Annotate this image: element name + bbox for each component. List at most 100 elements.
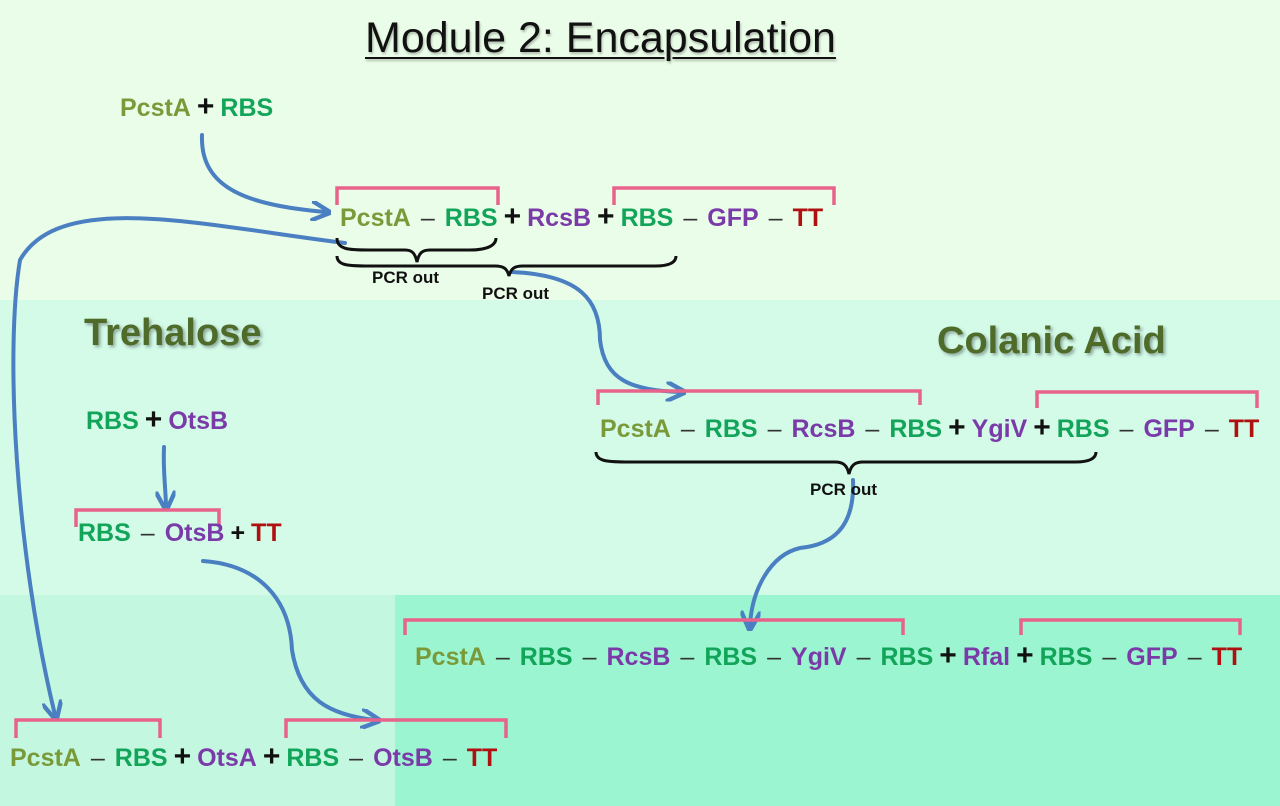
construct-ygiv-assembly: PcstA – RBS – RcsB – RBS + YgiV + RBS – … — [600, 411, 1259, 445]
part-pcsta: PcstA — [415, 643, 486, 671]
part-rbs: RBS — [704, 643, 758, 671]
bracket-rbs-otsb — [74, 508, 221, 527]
pcr-out-label-3: PCR out — [810, 480, 878, 499]
bracket-rbs-gfp-tt-1 — [612, 186, 836, 205]
part-pcsta: PcstA — [600, 415, 671, 443]
op-dash: – — [442, 744, 457, 772]
background-top-band — [0, 0, 1280, 300]
op-plus: + — [173, 740, 192, 773]
bracket-final-treh-right — [284, 718, 508, 738]
part-rbs: RBS — [1039, 643, 1093, 671]
op-dash: – — [856, 643, 871, 671]
op-plus: + — [597, 200, 615, 233]
part-tt: TT — [792, 204, 824, 232]
arrow-otsb-down — [164, 445, 166, 505]
brace-pcr-1 — [335, 237, 498, 263]
brace-pcr-2 — [335, 255, 678, 277]
op-dash: – — [680, 415, 695, 443]
part-ygiv: YgiV — [791, 643, 847, 671]
bracket-pcsta-rbs-1 — [335, 186, 500, 205]
pcr-out-label-1: PCR out — [372, 268, 440, 287]
section-title-trehalose: Trehalose — [84, 312, 262, 354]
background-lower-right-band — [395, 595, 1280, 806]
part-otsb: OtsB — [168, 407, 229, 435]
part-tt: TT — [1228, 415, 1260, 443]
part-rbs: RBS — [519, 643, 573, 671]
op-dash: – — [680, 643, 695, 671]
construct-pcsta-rbs-input: PcstA + RBS — [120, 90, 273, 124]
arrow-otsb-to-final — [201, 559, 375, 720]
background-middle-band — [0, 300, 1280, 595]
op-dash: – — [495, 643, 510, 671]
construct-rfal-assembly: PcstA – RBS – RcsB – RBS – YgiV – RBS + … — [415, 639, 1242, 673]
part-tt: TT — [1211, 643, 1243, 671]
op-plus: + — [939, 639, 957, 672]
op-dash: – — [1187, 643, 1202, 671]
part-otsa: OtsA — [197, 744, 257, 772]
part-ygiv: YgiV — [971, 415, 1028, 443]
part-otsb: OtsB — [164, 519, 225, 547]
op-plus: + — [144, 403, 163, 436]
section-title-colanic-acid: Colanic Acid — [937, 320, 1166, 362]
construct-rbs-otsb-input: RBS + OtsB — [86, 403, 228, 437]
op-dash: – — [767, 643, 782, 671]
page-title: Module 2: Encapsulation — [365, 14, 836, 62]
op-dash: – — [767, 415, 782, 443]
part-rfal: Rfal — [962, 643, 1011, 671]
part-gfp: GFP — [1126, 643, 1178, 671]
arrow-rbs-to-construct1 — [199, 133, 325, 212]
part-pcsta: PcstA — [10, 744, 81, 772]
construct-otsa-assembly: PcstA – RBS + OtsA + RBS – OtsB – TT — [10, 740, 497, 774]
op-dash: – — [140, 519, 155, 547]
part-gfp: GFP — [707, 204, 759, 232]
construct-rbs-otsb-tt: RBS – OtsB + TT — [78, 519, 282, 548]
op-dash: – — [1119, 415, 1134, 443]
op-plus: + — [1016, 639, 1034, 672]
bracket-final-treh-left — [14, 718, 162, 738]
part-pcsta: PcstA — [340, 204, 411, 232]
part-otsb: OtsB — [373, 744, 433, 772]
part-rbs: RBS — [220, 94, 274, 122]
part-rbs: RBS — [444, 204, 498, 232]
arrow-pcr-to-colanic — [510, 270, 680, 392]
part-rbs: RBS — [78, 519, 131, 547]
part-pcsta: PcstA — [120, 94, 191, 122]
op-plus: + — [948, 411, 966, 444]
bracket-final-colanic-left — [403, 618, 905, 635]
op-dash: – — [349, 744, 364, 772]
op-dash: – — [865, 415, 880, 443]
bracket-final-colanic-right — [1019, 618, 1242, 635]
brace-pcr-3 — [594, 451, 1098, 475]
part-rbs: RBS — [286, 744, 340, 772]
part-tt: TT — [251, 519, 282, 547]
op-dash: – — [768, 204, 783, 232]
op-plus: + — [196, 90, 215, 123]
part-rbs: RBS — [620, 204, 674, 232]
construct-rcsb-assembly: PcstA – RBS + RcsB + RBS – GFP – TT — [340, 200, 823, 234]
op-dash: – — [90, 744, 105, 772]
part-rbs: RBS — [1056, 415, 1110, 443]
part-rcsb: RcsB — [791, 415, 856, 443]
op-dash: – — [582, 643, 597, 671]
op-dash: – — [1204, 415, 1219, 443]
part-rbs: RBS — [704, 415, 758, 443]
part-rcsb: RcsB — [606, 643, 671, 671]
arrow-colanic-to-final — [750, 478, 856, 625]
part-gfp: GFP — [1143, 415, 1195, 443]
op-plus: + — [503, 200, 522, 233]
part-rbs: RBS — [880, 643, 934, 671]
op-plus: + — [230, 519, 246, 547]
pcr-out-label-2: PCR out — [482, 284, 550, 303]
part-rcsb: RcsB — [527, 204, 592, 232]
bracket-colanic-left — [596, 389, 922, 405]
background-lower-left-band — [0, 595, 395, 806]
op-plus: + — [1033, 411, 1051, 444]
op-dash: – — [1102, 643, 1117, 671]
part-rbs: RBS — [114, 744, 168, 772]
arrow-construct1-to-trehalose-final — [11, 216, 347, 715]
part-rbs: RBS — [889, 415, 943, 443]
bracket-colanic-right — [1035, 390, 1259, 408]
part-tt: TT — [466, 744, 498, 772]
op-dash: – — [420, 204, 435, 232]
